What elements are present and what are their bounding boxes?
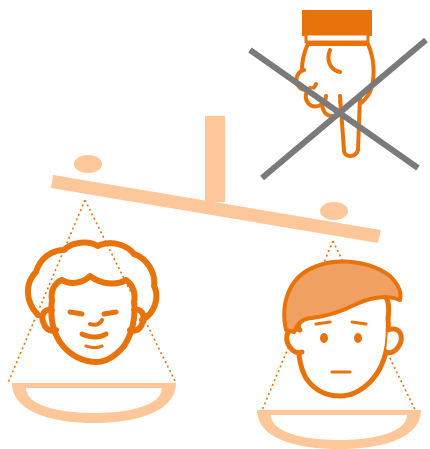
right-pan <box>257 410 421 449</box>
elder-chin-fold <box>86 346 102 348</box>
hand-cuff-band <box>306 34 368 42</box>
elderly-person-face-icon <box>28 243 156 362</box>
elder-nose <box>90 320 102 325</box>
right-beam-knob <box>320 202 348 220</box>
hand-cuff <box>302 10 372 36</box>
young-person-face-icon <box>284 262 401 396</box>
elder-mouth <box>82 334 106 337</box>
elder-left-eye <box>70 312 82 314</box>
elder-right-eye <box>104 312 116 314</box>
left-beam-knob <box>74 155 102 173</box>
young-right-eye <box>354 333 362 343</box>
young-left-eye <box>320 333 328 343</box>
left-pan <box>12 383 176 423</box>
scale-post <box>205 116 225 202</box>
young-right-ear <box>386 329 401 353</box>
pointing-down-hand-icon <box>297 10 374 156</box>
young-left-eyebrow <box>316 322 330 324</box>
left-string-b <box>85 200 176 383</box>
elder-face-outline <box>51 276 134 362</box>
young-right-eyebrow <box>352 322 366 324</box>
